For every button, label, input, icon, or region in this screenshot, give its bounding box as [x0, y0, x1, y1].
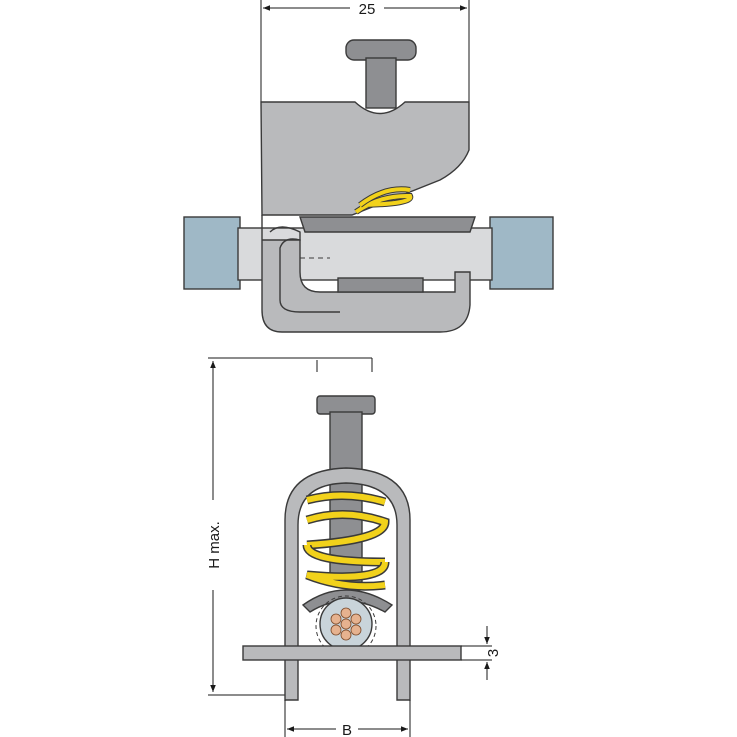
clamp-side-view: 25 — [183, 0, 554, 333]
dimension-label-b: B — [342, 722, 352, 737]
pressure-plate — [299, 216, 476, 233]
spring-side — [354, 186, 414, 215]
dimension-label-h-max: H max. — [206, 521, 223, 569]
spring-front — [302, 490, 390, 591]
clamp-body-upper — [260, 101, 470, 216]
clamp-arch — [284, 467, 411, 701]
lower-contact — [337, 277, 424, 293]
mounting-plate — [242, 645, 462, 661]
clamp-front-view: H max. — [206, 357, 502, 737]
screw-head-front — [316, 395, 376, 415]
screw-shaft — [365, 57, 397, 109]
dimension-label-25: 25 — [359, 1, 376, 18]
conductor-outline-dashed — [315, 595, 377, 657]
conductor-strands — [330, 607, 362, 641]
clamp-frame-lower — [261, 215, 471, 333]
screw-head — [345, 39, 417, 61]
rail-left — [183, 216, 241, 290]
clamp-hook — [269, 226, 340, 313]
dimension-label-3: 3 — [485, 649, 502, 657]
pressure-piece — [301, 589, 394, 613]
rail-right — [489, 216, 554, 290]
